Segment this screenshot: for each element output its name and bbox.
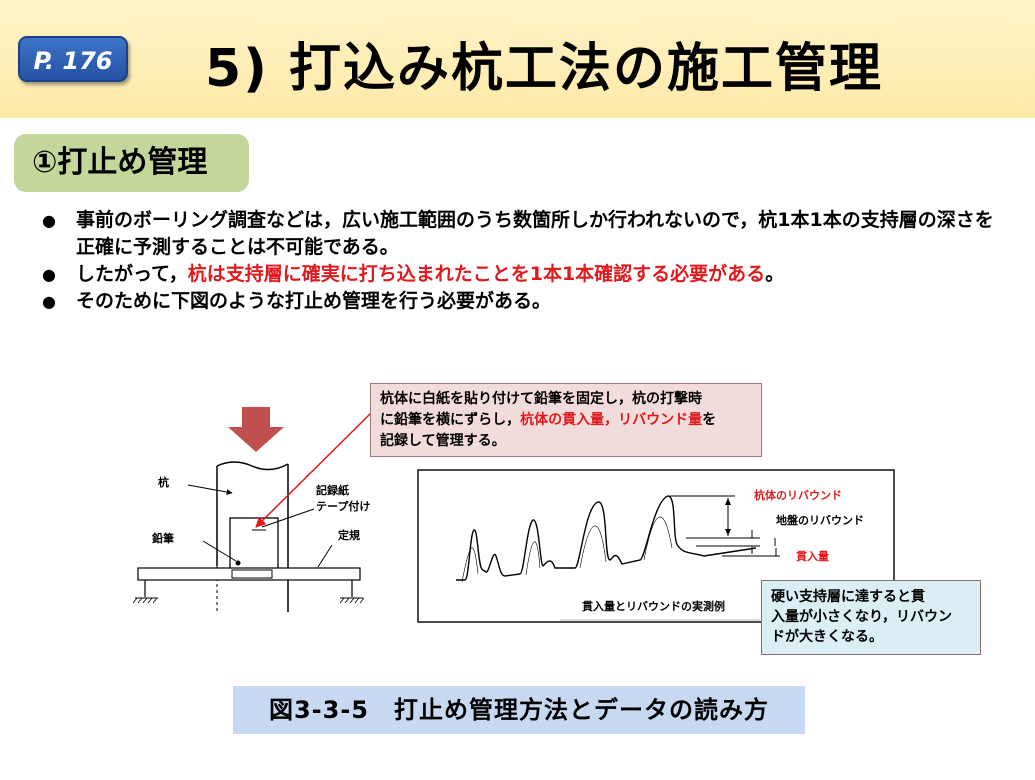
bullet-2-highlight: 杭は支持層に確実に打ち込まれたことを1本1本確認する必要がある bbox=[187, 263, 766, 285]
callout-method: 杭体に白紙を貼り付けて鉛筆を固定し，杭の打撃時 に鉛筆を横にずらし，杭体の貫入量… bbox=[370, 383, 762, 457]
bullet-2-pre: したがって， bbox=[76, 263, 188, 285]
callout-hard-line1: 硬い支持層に達すると貫 bbox=[771, 589, 925, 605]
pile-leader bbox=[187, 484, 233, 495]
figure-caption: 図3-3-5 打止め管理方法とデータの読み方 bbox=[233, 686, 805, 734]
bullet-item-3: そのために下図のような打止め管理を行う必要がある。 bbox=[40, 288, 1000, 315]
bullet-item-2: したがって，杭は支持層に確実に打ち込まれたことを1本1本確認する必要がある。 bbox=[40, 261, 1000, 288]
callout-method-line3: 記録して管理する。 bbox=[380, 433, 506, 449]
paper-leader bbox=[261, 508, 315, 528]
pencil-leader bbox=[202, 540, 237, 562]
label-ground-rebound: 地盤のリバウンド bbox=[776, 514, 864, 527]
callout-hard-line3: ドが大きくなる。 bbox=[771, 629, 883, 645]
label-pile-rebound: 杭体のリバウンド bbox=[754, 489, 842, 502]
page-badge: P. 176 bbox=[18, 36, 128, 82]
penetration-trace bbox=[456, 495, 757, 581]
measurement-lines bbox=[670, 495, 780, 557]
pencil-tip bbox=[235, 560, 241, 566]
trace-echo bbox=[461, 516, 673, 583]
callout-method-line2: に鉛筆を横にずらし，杭体の貫入量，リバウンド量を bbox=[380, 410, 752, 431]
ruler-leader bbox=[317, 544, 333, 568]
label-pencil: 鉛筆 bbox=[152, 532, 174, 545]
callout-pointer bbox=[255, 411, 373, 528]
label-record-paper: 記録紙 bbox=[316, 484, 349, 497]
label-pile: 杭 bbox=[158, 476, 169, 489]
label-tape: テープ付け bbox=[316, 500, 371, 513]
label-penetration: 貫入量 bbox=[796, 550, 829, 563]
callout-method-line1: 杭体に白紙を貼り付けて鉛筆を固定し，杭の打撃時 bbox=[380, 391, 702, 407]
bullet-item-1: 事前のボーリング調査などは，広い施工範囲のうち数箇所しか行われないので，杭1本1… bbox=[40, 207, 1000, 261]
slide-title: 5) 打込み杭工法の施工管理 bbox=[205, 39, 884, 99]
callout-line2-pre: に鉛筆を横にずらし， bbox=[380, 412, 521, 428]
graph-caption: 貫入量とリバウンドの実測例 bbox=[582, 600, 725, 613]
callout-line2-highlight: 杭体の貫入量，リバウンド量 bbox=[520, 412, 703, 428]
callout-hard-layer: 硬い支持層に達すると貫 入量が小さくなり，リバウン ドが大きくなる。 bbox=[761, 580, 981, 655]
graph-frame bbox=[417, 469, 895, 623]
hammer-arrow-icon bbox=[228, 407, 284, 452]
ruler-beam bbox=[132, 567, 365, 604]
header-band bbox=[0, 0, 1035, 118]
label-ruler: 定規 bbox=[338, 529, 360, 542]
callout-hard-line2: 入量が小さくなり，リバウン bbox=[771, 609, 953, 625]
bullet-2-post: 。 bbox=[765, 263, 785, 285]
callout-line2-post: を bbox=[702, 412, 717, 428]
bullet-list: 事前のボーリング調査などは，広い施工範囲のうち数箇所しか行われないので，杭1本1… bbox=[40, 207, 1000, 315]
section-heading: ①打止め管理 bbox=[14, 134, 249, 192]
